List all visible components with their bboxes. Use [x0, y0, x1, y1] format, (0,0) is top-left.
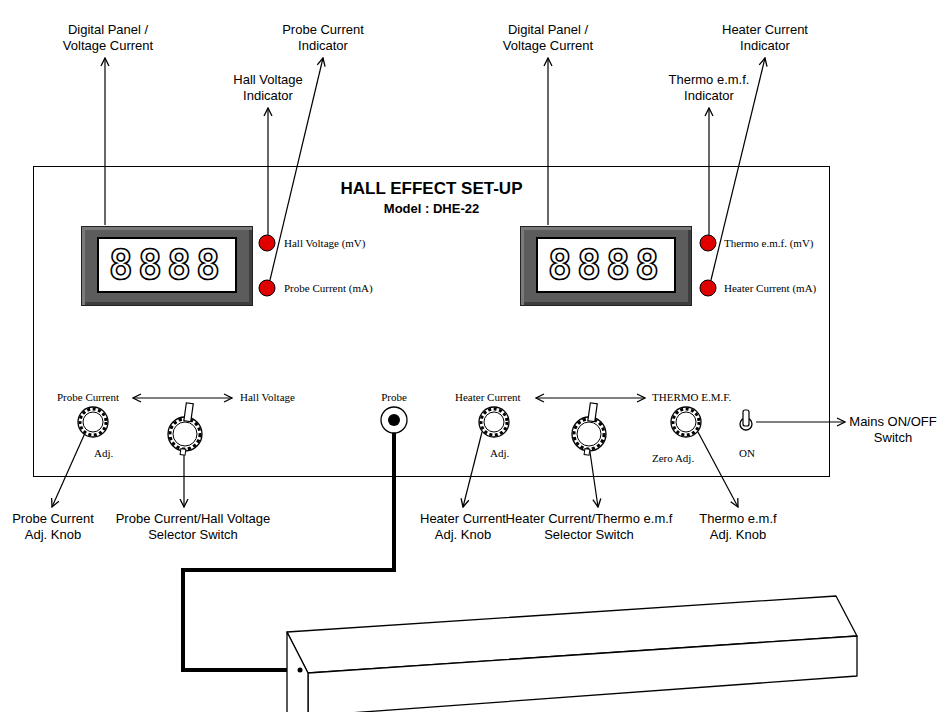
display-screen: 8888 — [97, 237, 237, 293]
probe-current-knob — [78, 407, 108, 437]
callout-label: Probe Current Adj. Knob — [5, 511, 101, 543]
panel-label: Adj. — [490, 447, 509, 460]
probe-bar — [287, 596, 857, 712]
led-indicators — [259, 235, 716, 296]
panel-title: HALL EFFECT SET-UP — [34, 179, 829, 199]
callout-label: Mains ON/OFF Switch — [846, 414, 940, 446]
callout-label: Thermo e.m.f. Indicator — [661, 72, 757, 104]
panel-label: Heater Current — [455, 391, 521, 404]
heater-current-knob — [479, 407, 509, 437]
panel-label: Probe Current — [57, 391, 119, 404]
panel-label: Probe Current (mA) — [284, 282, 373, 295]
panel-label: Hall Voltage (mV) — [284, 237, 365, 250]
panel-heading: HALL EFFECT SET-UP Model : DHE-22 — [34, 179, 829, 217]
callout-label: Probe Current Indicator — [275, 22, 371, 54]
callout-label: Digital Panel / Voltage Current — [56, 22, 160, 54]
leader-lines — [52, 58, 845, 507]
digital-display: 8888 — [520, 226, 692, 306]
panel-label: THERMO E.M.F. — [652, 391, 731, 404]
callout-label: Heater Current/Thermo e.m.f Selector Swi… — [497, 511, 681, 543]
callout-label: Hall Voltage Indicator — [225, 72, 311, 104]
panel-label: Adj. — [94, 447, 113, 460]
panel-label: Heater Current (mA) — [724, 282, 816, 295]
toggle-switch — [740, 410, 752, 430]
callout-label: Probe Current/Hall Voltage Selector Swit… — [107, 511, 279, 543]
panel-label: Zero Adj. — [652, 452, 694, 465]
panel-label: Probe — [381, 391, 407, 404]
panel-label: Thermo e.m.f. (mV) — [724, 237, 814, 250]
panel-label: Hall Voltage — [240, 391, 295, 404]
callout-label: Thermo e.m.f Adj. Knob — [691, 511, 785, 543]
selector-knob — [572, 403, 606, 455]
digital-display: 8888 — [81, 226, 253, 306]
thermo-adj-knob — [671, 407, 701, 437]
callout-label: Heater Current Indicator — [713, 22, 817, 54]
display-digits: 8888 — [109, 243, 225, 287]
probe-socket — [381, 407, 407, 433]
model-number: Model : DHE-22 — [34, 201, 829, 217]
selector-knob — [168, 403, 202, 455]
callout-label: Digital Panel / Voltage Current — [496, 22, 600, 54]
callout-label: Heater Current Adj. Knob — [411, 511, 515, 543]
display-digits: 8888 — [548, 243, 664, 287]
front-panel: HALL EFFECT SET-UP Model : DHE-22 8888 8888 — [33, 166, 830, 477]
panel-label: ON — [739, 447, 755, 460]
display-screen: 8888 — [536, 237, 676, 293]
